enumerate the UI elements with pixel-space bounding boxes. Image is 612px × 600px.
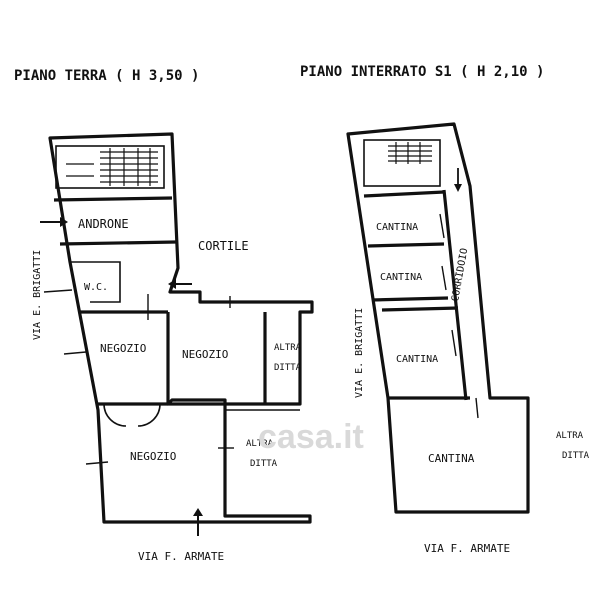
title-ground-floor: PIANO TERRA ( H 3,50 ): [14, 68, 199, 84]
label-cortile: CORTILE: [198, 239, 249, 253]
label-wc: W.C.: [84, 282, 108, 293]
corridoio-inner-wall: [442, 189, 468, 401]
entrance-arrow-via-armate: [193, 508, 203, 536]
label-cantina-2: CANTINA: [380, 272, 422, 283]
basement-staircase-steps: [388, 142, 432, 164]
ground-floor-outer-wall: [48, 132, 314, 524]
label-altra-ditta-basement-b: DITTA: [562, 451, 590, 461]
label-altra-ditta-1-a: ALTRA: [274, 343, 302, 353]
label-street-bottom-basement: VIA F. ARMATE: [424, 542, 510, 555]
label-street-side-ground: VIA E. BRIGATTI: [32, 250, 43, 340]
basement-staircase-box: [363, 139, 441, 187]
ground-staircase-steps: [66, 148, 158, 186]
entrance-arrow-cortile: [168, 279, 192, 289]
androne-wall-bottom: [59, 240, 177, 246]
label-street-bottom-ground: VIA F. ARMATE: [138, 550, 224, 563]
basement-outer-wall: [346, 122, 530, 514]
ground-staircase-box: [55, 145, 165, 189]
basement-door-ticks: [439, 213, 479, 419]
label-cantina-4: CANTINA: [428, 452, 475, 465]
label-negozio-1: NEGOZIO: [100, 342, 146, 355]
watermark: casa.it: [258, 418, 364, 456]
label-altra-ditta-2-b: DITTA: [250, 459, 278, 469]
label-androne: ANDRONE: [78, 217, 129, 231]
label-altra-ditta-2-a: ALTRA: [246, 439, 274, 449]
door-arc-negozio-3-right: [137, 403, 161, 427]
label-negozio-3: NEGOZIO: [130, 450, 176, 463]
label-street-side-basement: VIA E. BRIGATTI: [354, 308, 365, 398]
label-altra-ditta-1-b: DITTA: [274, 363, 302, 373]
ground-window-ticks: [43, 289, 234, 465]
label-cantina-3: CANTINA: [396, 354, 438, 365]
cantina-wall-3: [371, 296, 449, 302]
ground-floor-plan: ANDRONE CORTILE W.C. NEGOZIO NEGOZIO NEG…: [32, 132, 314, 563]
entrance-arrow-androne: [40, 217, 68, 227]
door-arc-negozio-3-left: [103, 403, 127, 427]
title-basement: PIANO INTERRATO S1 ( H 2,10 ): [300, 64, 544, 80]
basement-plan: CANTINA CANTINA CANTINA CANTINA CORRIDOI…: [346, 122, 590, 555]
wc-partition: [70, 261, 121, 303]
cantina-wall-2: [367, 242, 445, 248]
cantina-wall-1: [363, 190, 445, 198]
corridoio-arrow: [454, 168, 462, 192]
androne-wall-top: [53, 196, 173, 202]
cantina-wall-4: [381, 306, 459, 312]
label-negozio-2: NEGOZIO: [182, 348, 228, 361]
label-altra-ditta-basement-a: ALTRA: [556, 431, 584, 441]
label-cantina-1: CANTINA: [376, 222, 418, 233]
